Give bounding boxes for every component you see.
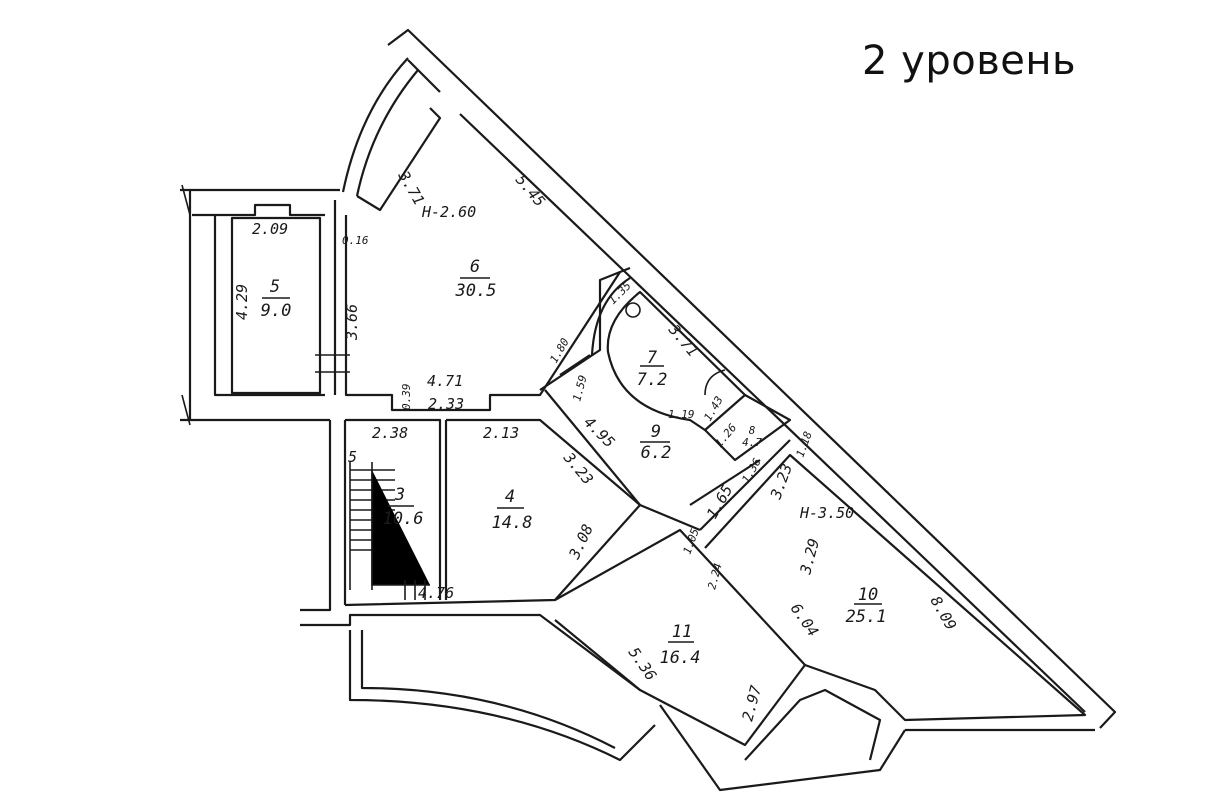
dimension-label: 4.71 bbox=[427, 372, 463, 390]
room-text: 6 bbox=[470, 257, 480, 277]
room-7-label: 77.2 bbox=[637, 348, 668, 390]
dimension-label: 3.23 bbox=[559, 448, 597, 488]
room-labels: 630.5 59.0 310.6 414.8 77.2 96.2 84.7 10… bbox=[261, 203, 887, 668]
wall-line bbox=[181, 394, 191, 426]
room-5-label: 59.0 bbox=[261, 277, 292, 321]
staircase bbox=[349, 462, 430, 600]
wall-line bbox=[341, 57, 409, 193]
room-text: 9.0 bbox=[261, 301, 292, 321]
dimension-label: 1.43 bbox=[701, 394, 726, 423]
dimension-label: 3.71 bbox=[394, 167, 428, 208]
dimension-label: 1.18 bbox=[794, 429, 815, 459]
wall-line bbox=[606, 290, 747, 432]
room-4-label: 414.8 bbox=[492, 487, 533, 533]
exterior-walls bbox=[180, 28, 1117, 792]
wall-line bbox=[213, 215, 325, 397]
wall-line bbox=[559, 354, 591, 376]
wall-line bbox=[181, 184, 191, 216]
dimension-label: 1.59 bbox=[570, 374, 589, 403]
wall-line bbox=[407, 59, 441, 93]
room-text: 6.2 bbox=[641, 443, 672, 463]
dimension-label: 4.29 bbox=[233, 284, 251, 320]
dimension-label: 5.45 bbox=[512, 171, 549, 210]
room-text: 11 bbox=[672, 622, 692, 642]
dimension-label: 4.95 bbox=[580, 413, 618, 451]
dimension-label: 2.97 bbox=[738, 683, 765, 723]
room-text: 30.5 bbox=[455, 281, 497, 301]
dimension-label: 1.35 bbox=[606, 279, 634, 307]
room-text: 4.7 bbox=[742, 436, 762, 449]
room-8-label: 84.7 bbox=[742, 424, 762, 449]
dimension-label: 2.38 bbox=[372, 424, 408, 442]
room-text: 14.8 bbox=[492, 513, 533, 533]
wall-line bbox=[356, 107, 442, 212]
wall-line bbox=[704, 369, 726, 396]
wall-line bbox=[704, 394, 792, 462]
room-text: 25.1 bbox=[846, 607, 887, 627]
dimension-label: 4.76 bbox=[418, 584, 454, 602]
wall-line bbox=[360, 630, 616, 749]
wall-line bbox=[590, 277, 631, 356]
room-6-label: 630.5 bbox=[455, 257, 497, 301]
dimension-label: 5.36 bbox=[625, 644, 660, 684]
wall-line bbox=[348, 630, 656, 762]
room-text: 16.4 bbox=[660, 648, 701, 668]
wall-line bbox=[699, 439, 791, 531]
room-3-label: 310.6 bbox=[383, 485, 424, 529]
wall-line bbox=[387, 28, 1117, 729]
dimension-label: 0.39 bbox=[400, 384, 413, 411]
dimension-label: 2.33 bbox=[428, 395, 464, 413]
wall-line bbox=[704, 453, 1087, 722]
room-text: 7 bbox=[647, 348, 658, 368]
dimension-label: 3.29 bbox=[796, 536, 823, 577]
dimension-label: 1.19 bbox=[668, 408, 695, 421]
height-upper: H-2.60 bbox=[421, 203, 476, 221]
dimension-label: 3.08 bbox=[565, 521, 597, 562]
dimension-label: 3.66 bbox=[343, 304, 361, 341]
wall-line bbox=[300, 613, 641, 691]
wall-line bbox=[659, 704, 906, 792]
room-text: 7.2 bbox=[637, 370, 668, 390]
dimension-label: 2.09 bbox=[252, 220, 288, 238]
dimension-label: 1.26 bbox=[712, 421, 739, 450]
dimension-label: 3.23 bbox=[767, 461, 797, 502]
wall-line bbox=[192, 203, 325, 217]
floor-level-title: 2 уровень bbox=[862, 38, 1077, 84]
wall-line bbox=[689, 459, 761, 506]
wall-line bbox=[300, 420, 332, 612]
wall-line bbox=[371, 470, 430, 586]
wall-line bbox=[459, 113, 1086, 713]
room-text: 10.6 bbox=[383, 509, 424, 529]
dimension-label: 6.04 bbox=[787, 600, 822, 640]
room-text: 3 bbox=[394, 485, 405, 505]
wall-line bbox=[544, 389, 701, 532]
dimension-label: 2.13 bbox=[483, 424, 519, 442]
room-11-label: 11 16.4 bbox=[660, 622, 701, 668]
wall-line bbox=[744, 688, 882, 761]
room-text: 8 bbox=[749, 424, 756, 437]
wall-line bbox=[344, 215, 621, 412]
dimension-label: 1.65 bbox=[703, 482, 737, 522]
dimension-label: 0.16 bbox=[342, 234, 369, 247]
wall-line bbox=[230, 216, 322, 395]
dimension-label: 8.09 bbox=[927, 593, 961, 633]
room-text: 10 bbox=[858, 585, 878, 605]
dimension-label: 5 bbox=[348, 448, 357, 466]
height-lower: H-3.50 bbox=[799, 504, 854, 522]
room-text: 9 bbox=[651, 422, 661, 442]
wall-line bbox=[625, 302, 641, 318]
wall-line bbox=[345, 418, 442, 600]
room-9-label: 96.2 bbox=[640, 422, 671, 463]
room-text: 5 bbox=[270, 277, 280, 297]
wall-line bbox=[355, 69, 419, 197]
room-text: 4 bbox=[505, 487, 515, 507]
dimension-labels: 3.71 5.45 2.09 0.16 4.29 3.66 4.71 0.39 … bbox=[233, 167, 960, 723]
